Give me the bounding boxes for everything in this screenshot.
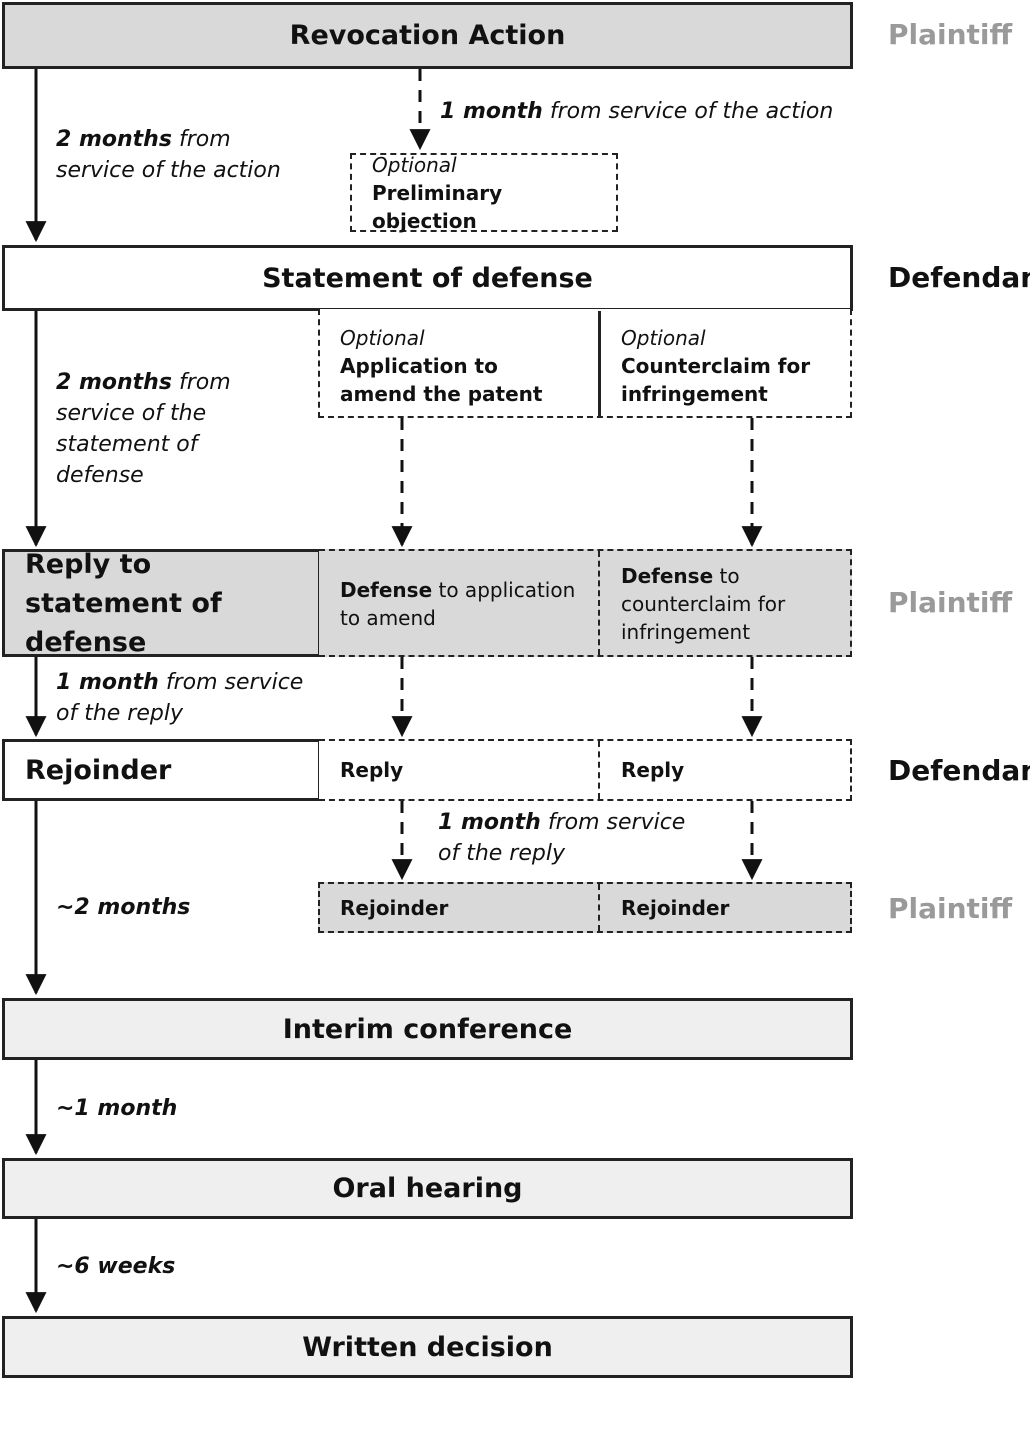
written-decision-box: Written decision — [2, 1316, 853, 1378]
rejoinder-row-divider — [598, 884, 600, 931]
reply-row-divider — [598, 741, 600, 799]
reply-to-statement-box: Reply to statement of defense — [2, 549, 321, 658]
note-preliminary-deadline-bold: 1 month — [440, 99, 543, 124]
application-to-amend-cell: Optional Application to amend the patent — [320, 318, 598, 414]
party-defendant-1: Defendant — [888, 261, 1030, 294]
counterclaim-cell: Optional Counterclaim for infringement — [601, 318, 851, 414]
counter-optional-label: Optional — [621, 326, 706, 350]
note-reply-deadline-bold: 2 months — [56, 370, 172, 395]
revocation-action-box: Revocation Action — [2, 2, 853, 69]
revocation-action-label: Revocation Action — [289, 20, 566, 51]
note-rejoinder-deadline: 1 month from service of the reply — [56, 667, 316, 729]
note-oral-timing-label: ~1 month — [56, 1096, 178, 1121]
note-decision-timing: ~6 weeks — [56, 1251, 175, 1282]
note-interim-timing-label: ~2 months — [56, 895, 191, 920]
note-defense-deadline: 2 months from service of the action — [56, 124, 316, 186]
note-defense-deadline-bold: 2 months — [56, 127, 172, 152]
note-oral-timing: ~1 month — [56, 1093, 177, 1124]
reply-1-label: Reply — [340, 758, 404, 782]
party-defendant-2: Defendant — [888, 754, 1030, 787]
note-preliminary-deadline-rest: from service of the action — [542, 99, 834, 124]
party-plaintiff-2: Plaintiff — [888, 586, 1013, 619]
amend-optional-label: Optional — [340, 326, 425, 350]
defense-row — [319, 549, 852, 657]
statement-of-defense-label: Statement of defense — [262, 262, 593, 294]
interim-conference-box: Interim conference — [2, 998, 853, 1060]
reply-row — [319, 739, 852, 801]
note-reply-deadline: 2 months from service of the statement o… — [56, 367, 276, 491]
reply-to-statement-label: Reply to statement of defense — [25, 548, 222, 658]
application-to-amend-label: Application to amend the patent — [340, 354, 543, 406]
note-counter-rejoinder-deadline: 1 month from service of the reply — [438, 807, 708, 869]
written-decision-label: Written decision — [302, 1331, 553, 1363]
interim-conference-label: Interim conference — [282, 1013, 573, 1045]
note-preliminary-deadline: 1 month from service of the action — [440, 96, 840, 127]
note-counter-rejoinder-deadline-rest: from service of the reply — [438, 810, 686, 866]
preliminary-optional-label: Optional — [372, 152, 457, 177]
counterclaim-label: Counterclaim for infringement — [621, 354, 811, 406]
optional-row-divider — [598, 311, 601, 418]
defense-to-counterclaim-cell: Defense to counterclaim for infringement — [601, 560, 851, 648]
party-plaintiff-1: Plaintiff — [888, 18, 1013, 51]
note-decision-timing-label: ~6 weeks — [56, 1254, 176, 1279]
defense-to-amend-cell: Defense to application to amend — [320, 560, 598, 648]
rejoinder-box: Rejoinder — [2, 739, 321, 801]
note-rejoinder-deadline-bold: 1 month — [56, 670, 159, 695]
note-counter-rejoinder-deadline-bold: 1 month — [438, 810, 541, 835]
statement-of-defense-box: Statement of defense — [2, 245, 853, 311]
defense-counter-rest: to counterclaim for infringement — [621, 564, 786, 644]
reply-1-cell: Reply — [320, 741, 598, 799]
preliminary-objection-label: Preliminary objection — [372, 180, 503, 233]
preliminary-objection-box: Optional Preliminary objection — [350, 152, 618, 233]
rejoinder-label: Rejoinder — [25, 754, 172, 786]
rejoinder-2-cell: Rejoinder — [601, 884, 851, 931]
defense-amend-bold: Defense — [340, 578, 433, 602]
oral-hearing-box: Oral hearing — [2, 1158, 853, 1219]
optional-applications-row — [318, 309, 852, 418]
rejoinder-1-cell: Rejoinder — [320, 884, 598, 931]
reply-2-cell: Reply — [601, 741, 851, 799]
defense-counter-bold: Defense — [621, 564, 714, 588]
defense-amend-rest: to application to amend — [340, 578, 576, 630]
rejoinder-2-label: Rejoinder — [621, 895, 730, 920]
note-defense-deadline-rest: from service of the action — [56, 127, 281, 183]
rejoinder-1-label: Rejoinder — [340, 895, 449, 920]
oral-hearing-label: Oral hearing — [332, 1173, 523, 1204]
reply-2-label: Reply — [621, 758, 685, 782]
note-rejoinder-deadline-rest: from service of the reply — [56, 670, 304, 726]
party-plaintiff-3: Plaintiff — [888, 892, 1013, 925]
defense-row-divider — [598, 551, 600, 655]
note-reply-deadline-rest: from service of the statement of defense — [56, 370, 231, 488]
rejoinder-row — [318, 882, 852, 933]
note-interim-timing: ~2 months — [56, 892, 190, 923]
